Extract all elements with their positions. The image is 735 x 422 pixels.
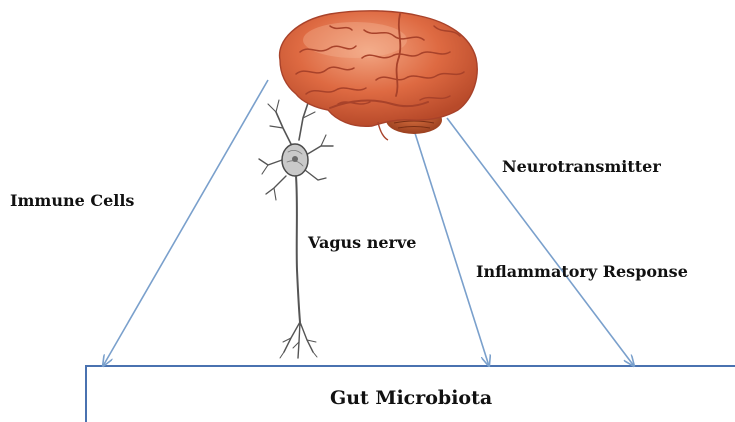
inflammatory-response-arrow xyxy=(414,130,489,366)
immune-cells-label: Immune Cells xyxy=(10,191,134,210)
brain-icon xyxy=(280,11,478,140)
inflammatory-response-label: Inflammatory Response xyxy=(476,262,688,281)
vagus-nerve-label: Vagus nerve xyxy=(307,233,416,252)
neurotransmitter-label: Neurotransmitter xyxy=(502,157,661,176)
gut-microbiota-label: Gut Microbiota xyxy=(330,387,492,409)
neuron-icon xyxy=(259,90,333,358)
immune-cells-arrow xyxy=(103,80,268,366)
neurotransmitter-arrow xyxy=(447,118,634,366)
